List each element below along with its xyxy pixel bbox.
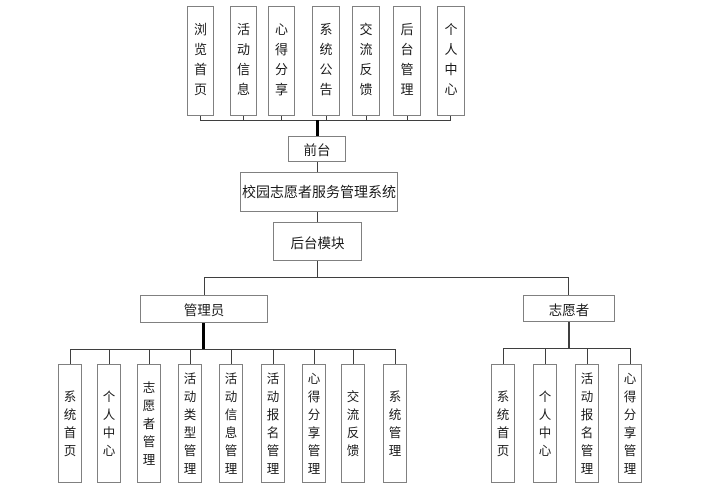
connector-line [317,212,318,222]
node-label: 校园志愿者服务管理系统 [242,185,396,201]
connector-line [407,116,408,120]
connector-volunteer-bus [503,348,630,349]
volunteer-leaf-experience-share-manage: 心得分享管理 [618,364,642,483]
connector-split-bus [204,277,569,278]
connector-line [243,116,244,120]
node-label: 活动类型管理 [183,370,197,476]
node-experience-share: 心得分享 [268,6,295,116]
node-label: 个人中心 [444,23,458,98]
volunteer-leaf-activity-signup-manage: 活动报名管理 [575,364,599,483]
node-label: 志愿者 [548,302,590,319]
connector-top-bus [200,120,451,121]
node-personal-center: 个人中心 [437,6,465,116]
connector-admin-bus [70,349,395,350]
node-front-desk: 前台 [288,136,346,162]
connector-line [366,116,367,120]
connector-line [317,261,318,277]
node-system-notice: 系统公告 [312,6,340,116]
connector-line [450,116,451,120]
connector-line [204,277,205,295]
connector-line [314,349,315,364]
node-label: 后台模块 [290,235,345,252]
node-communication-feedback: 交流反馈 [352,6,380,116]
node-label: 系统首页 [496,388,510,458]
node-label: 管理员 [183,303,225,319]
admin-leaf-activity-type-manage: 活动类型管理 [178,364,202,483]
node-label: 交流反馈 [359,23,373,98]
node-label: 系统管理 [388,388,402,458]
node-label: 心得分享 [274,23,288,98]
connector-line [231,349,232,364]
node-label: 心得分享管理 [623,370,637,476]
node-root-title: 校园志愿者服务管理系统 [240,172,398,212]
admin-leaf-experience-share-manage: 心得分享管理 [302,364,326,483]
admin-leaf-activity-signup-manage: 活动报名管理 [261,364,285,483]
node-label: 系统公告 [319,23,333,98]
node-label: 心得分享管理 [307,370,321,476]
connector-line [281,116,282,120]
connector-line [326,116,327,120]
node-label: 系统首页 [63,388,77,458]
connector-line [109,349,110,364]
node-activity-info: 活动信息 [230,6,257,116]
admin-leaf-system-home: 系统首页 [58,364,82,483]
connector-line [545,348,546,364]
node-label: 志愿者管理 [142,379,156,467]
node-label: 活动报名管理 [580,370,594,476]
node-label: 前台 [303,143,331,159]
connector-line [190,349,191,364]
connector-volunteer-trunk [568,322,570,348]
admin-leaf-activity-info-manage: 活动信息管理 [219,364,243,483]
node-browse-home: 浏览首页 [187,6,214,116]
volunteer-leaf-personal-center: 个人中心 [533,364,557,483]
node-backend-manage: 后台管理 [393,6,421,116]
node-back-module: 后台模块 [273,222,362,261]
node-label: 个人中心 [102,388,116,458]
admin-leaf-communication-feedback: 交流反馈 [341,364,365,483]
connector-line [568,277,569,295]
connector-line [70,349,71,364]
connector-admin-trunk [202,323,205,349]
connector-trunk [316,120,319,136]
connector-line [200,116,201,120]
node-label: 活动信息 [236,23,250,98]
admin-leaf-system-manage: 系统管理 [383,364,407,483]
connector-line [503,348,504,364]
node-label: 活动报名管理 [266,370,280,476]
node-label: 交流反馈 [346,388,360,458]
connector-line [587,348,588,364]
connector-line [149,349,150,364]
connector-line [273,349,274,364]
node-label: 活动信息管理 [224,370,238,476]
volunteer-leaf-system-home: 系统首页 [491,364,515,483]
node-label: 浏览首页 [193,23,207,98]
node-label: 后台管理 [400,23,414,98]
admin-leaf-volunteer-manage: 志愿者管理 [137,364,161,483]
node-admin: 管理员 [140,295,268,323]
connector-line [395,349,396,364]
connector-line [353,349,354,364]
node-label: 个人中心 [538,388,552,458]
connector-line [630,348,631,364]
connector-line [317,162,318,172]
node-volunteer: 志愿者 [523,295,615,322]
admin-leaf-personal-center: 个人中心 [97,364,121,483]
